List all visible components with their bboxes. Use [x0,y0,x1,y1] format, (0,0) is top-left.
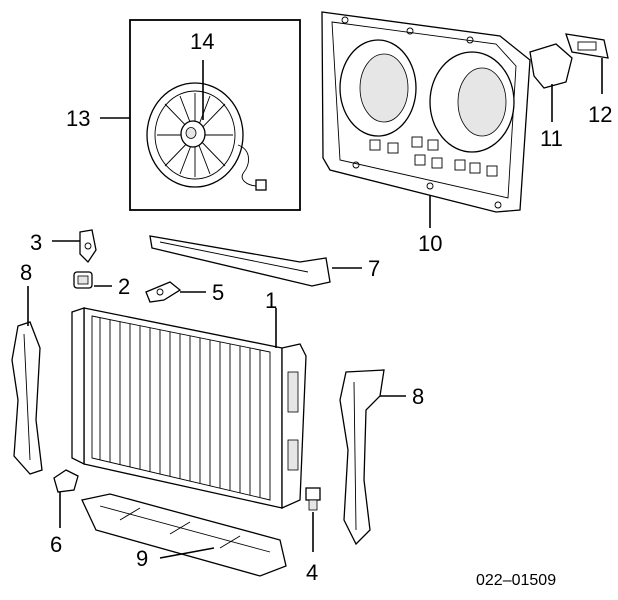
callout-6: 6 [50,532,62,557]
diagram-reference-code: 022–01509 [476,572,556,589]
clip-part-6: 6 [50,469,79,557]
fan-shroud-assembly: 10 [321,11,531,256]
clip-part-5: 5 [145,280,224,305]
callout-14: 14 [190,29,214,54]
upper-seal-strip-part-7: 7 [149,235,380,287]
callout-5: 5 [212,280,224,305]
radiator-part-1: 1 [71,288,307,510]
callout-10: 10 [418,231,442,256]
callout-4: 4 [306,560,318,585]
temperature-switch-part-4: 4 [305,487,321,585]
gasket-part-12: 12 [565,33,612,127]
lower-air-guide-part-9: 9 [81,493,287,577]
callout-1: 1 [265,288,277,313]
callout-12: 12 [588,102,612,127]
grommet-part-2: 2 [73,271,130,299]
callout-7: 7 [368,256,380,281]
callout-8-right: 8 [412,384,424,409]
callout-8-left: 8 [20,260,32,285]
callout-9: 9 [136,546,148,571]
bracket-part-3: 3 [30,229,97,264]
right-side-seal-part-8: 8 [339,369,424,546]
callout-3: 3 [30,230,42,255]
left-side-seal-part-8: 8 [11,260,43,475]
fan-motor-inset: 14 13 [66,19,301,211]
callout-13: 13 [66,106,90,131]
callout-11: 11 [540,126,563,151]
callout-2: 2 [118,274,130,299]
bracket-part-11: 11 [529,43,573,151]
